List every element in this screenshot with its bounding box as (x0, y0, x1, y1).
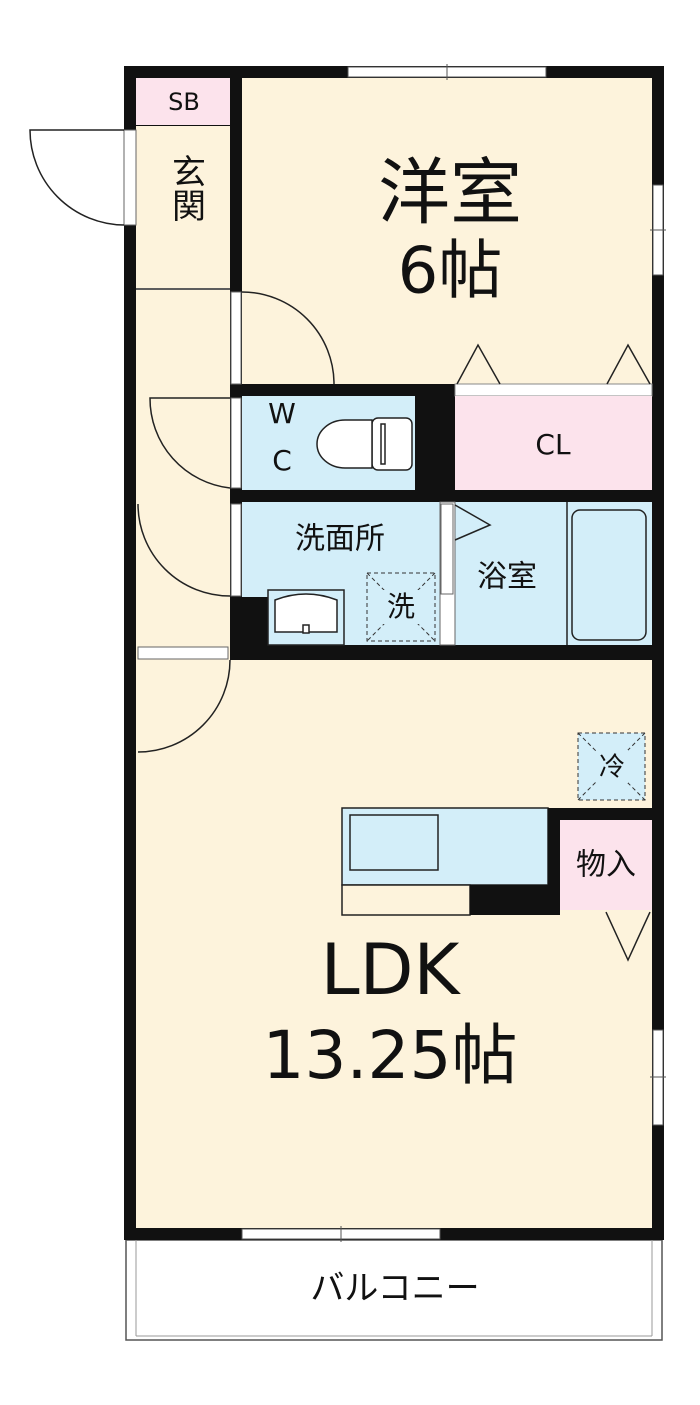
closet (455, 396, 652, 490)
ldk-name: LDK (321, 929, 462, 1011)
wc-label-c: C (272, 444, 292, 477)
balcony (125, 1239, 663, 1341)
bath-door-icon (454, 504, 492, 541)
closet-label: CL (535, 428, 571, 461)
ldk-size: 13.25帖 (263, 1017, 518, 1094)
door-swing-icon (137, 659, 231, 753)
western-room-size: 6帖 (398, 235, 503, 309)
western-room-name: 洋室 (378, 151, 522, 235)
door-swing-icon (149, 397, 231, 489)
wc-label-w: W (268, 397, 296, 430)
fridge-label: 冷 (599, 753, 625, 783)
bathtub-icon (571, 509, 647, 641)
entry-door-icon (29, 129, 125, 226)
window-icon (241, 64, 666, 1242)
storage-door-icon (605, 911, 651, 962)
western-room (242, 78, 652, 384)
washer-label: 洗 (387, 590, 415, 623)
washer-space-icon (366, 572, 436, 642)
ldk (136, 660, 652, 1228)
bathroom-label: 浴室 (477, 560, 537, 595)
balcony-label: バルコニー (310, 1269, 479, 1309)
entrance-label: 玄関 (166, 154, 206, 222)
closet-door-icon (456, 343, 651, 385)
storage (560, 820, 652, 910)
closet-rail (454, 383, 653, 397)
kitchen-counter (341, 807, 560, 916)
toilet-icon (316, 417, 413, 471)
wash-basin-icon (267, 589, 345, 646)
washroom-label: 洗面所 (295, 522, 385, 557)
door-swing-icon (137, 503, 231, 597)
shoe-box-label: SB (168, 88, 200, 116)
door-swing-icon (241, 291, 335, 385)
entrance (136, 126, 230, 288)
shoe-box (136, 78, 230, 125)
storage-label: 物入 (576, 848, 636, 883)
